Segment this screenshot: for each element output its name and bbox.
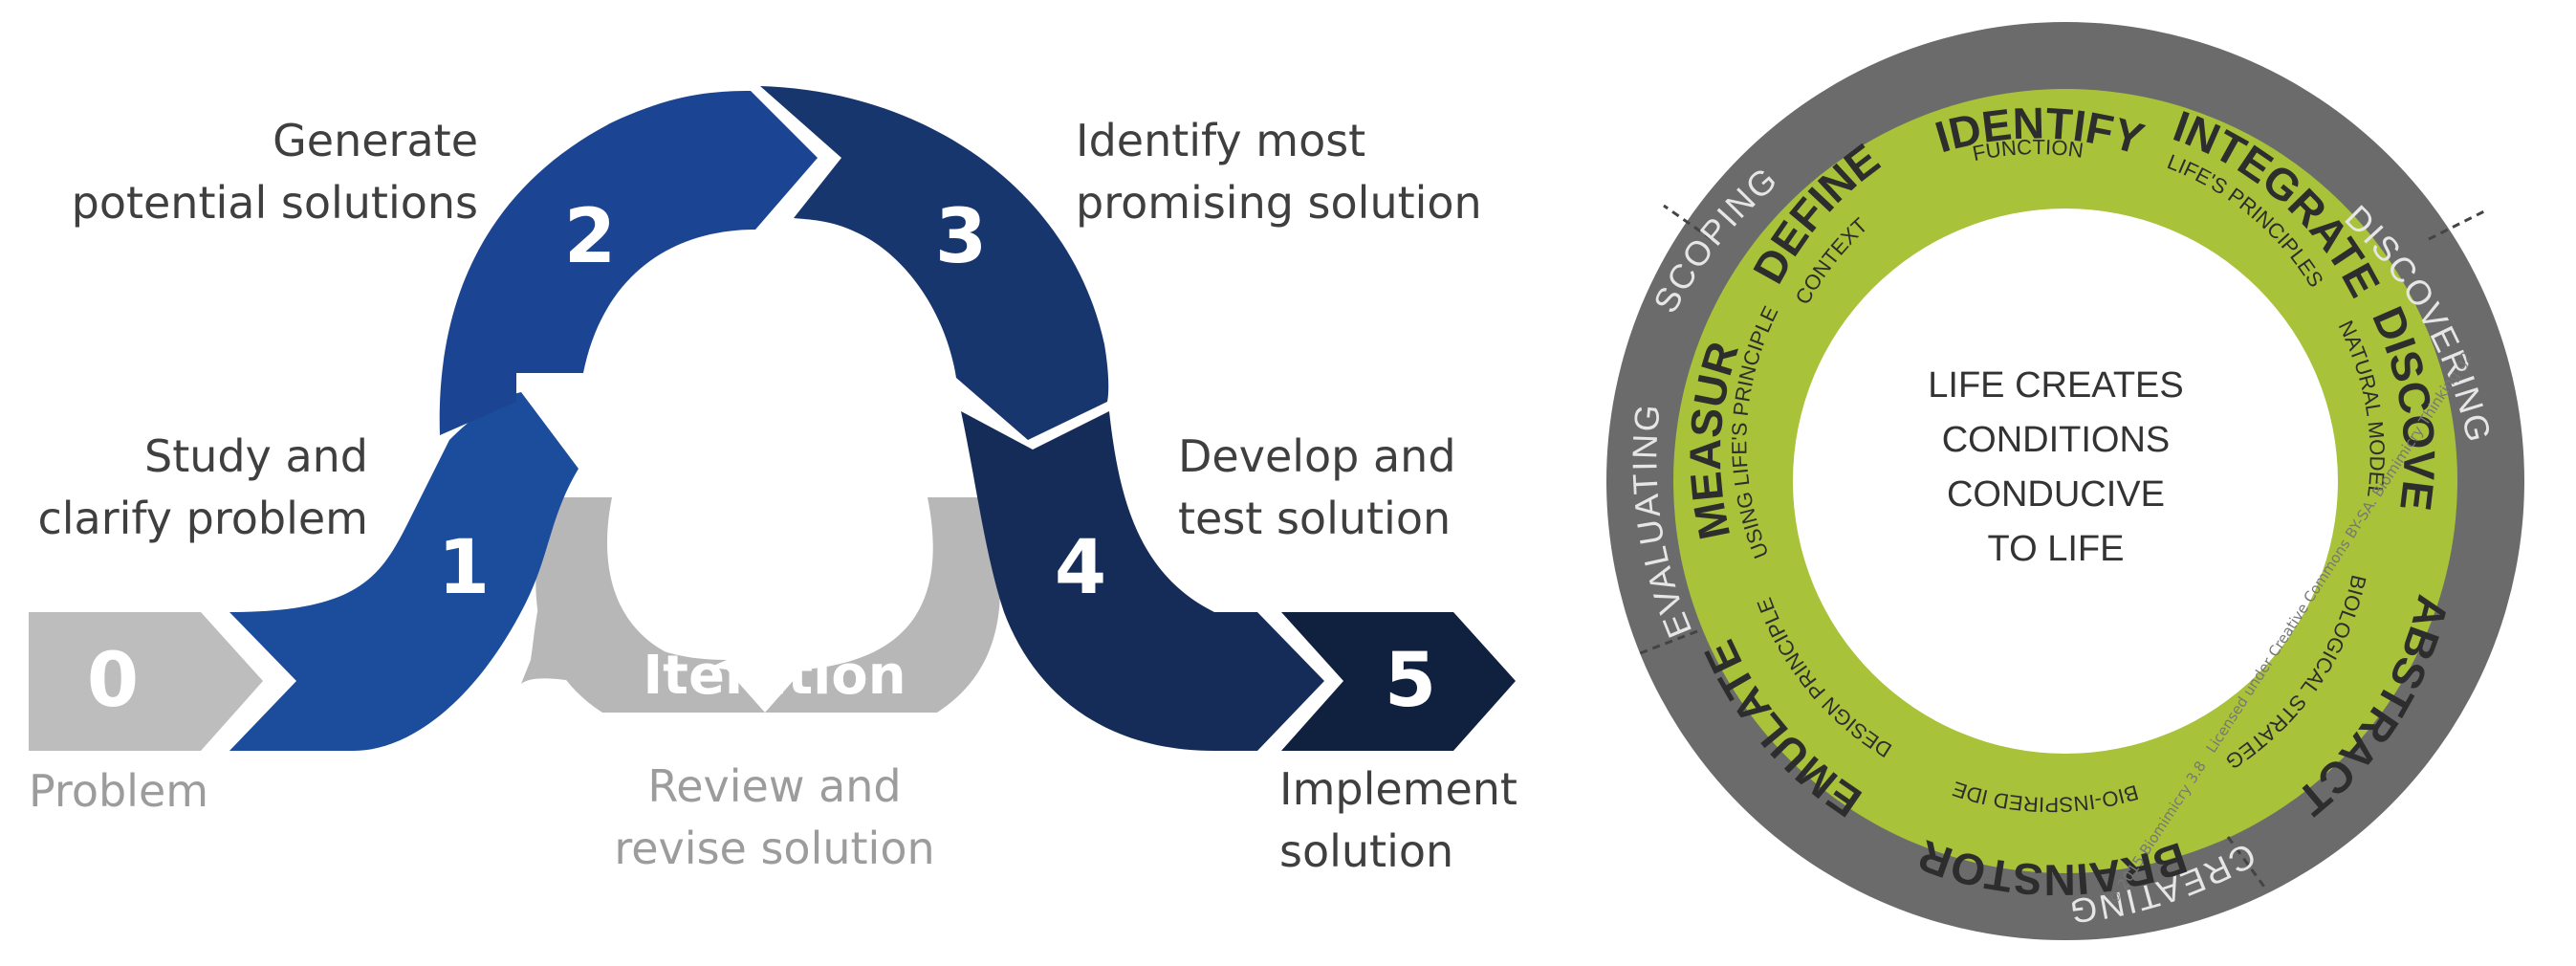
iteration-arc-band — [535, 497, 1000, 713]
step-1-arrow — [229, 392, 579, 751]
divider-creating-evaluating — [1634, 629, 1698, 657]
divider-scoping-discovering — [2428, 209, 2487, 241]
step-3-arrow — [760, 86, 1109, 440]
step-3-number: 3 — [935, 194, 987, 280]
step-0-number: 0 — [87, 638, 139, 724]
step-4-number: 4 — [1055, 525, 1106, 611]
design-process-diagram: 0 Iteration 1 2 3 4 5 — [29, 86, 1516, 751]
step-5-number: 5 — [1385, 638, 1436, 724]
step-2-number: 2 — [564, 194, 616, 280]
step-5-label: Implement solution — [1279, 763, 1517, 877]
step-3-label: Identify most promising solution — [1076, 115, 1482, 229]
step-1-label: Study and clarify problem — [37, 430, 368, 544]
step-0-chevron — [29, 612, 263, 751]
step-4-label: Develop and test solution — [1178, 430, 1456, 544]
divider-evaluating-scoping — [1663, 204, 1713, 241]
step-4-arrow — [961, 411, 1324, 751]
step-2-arrow — [439, 91, 818, 435]
step-5-chevron — [1281, 612, 1516, 751]
wheel-center-text: LIFE CREATES CONDITIONS CONDUCIVE TO LIF… — [1928, 365, 2184, 569]
divider-discovering-creating — [2226, 836, 2268, 890]
step-1-number: 1 — [438, 525, 490, 611]
step-2-label: Generate potential solutions — [71, 115, 478, 229]
phase-dividers — [1634, 204, 2487, 890]
iteration-label: Review and revise solution — [614, 760, 935, 874]
iteration-title: Iteration — [643, 645, 906, 707]
step-0-label: Problem — [29, 765, 209, 817]
biomimicry-wheel: SCOPING DISCOVERING CREATING EVALUATING … — [1568, 0, 2524, 940]
center-disc — [1793, 209, 2338, 754]
